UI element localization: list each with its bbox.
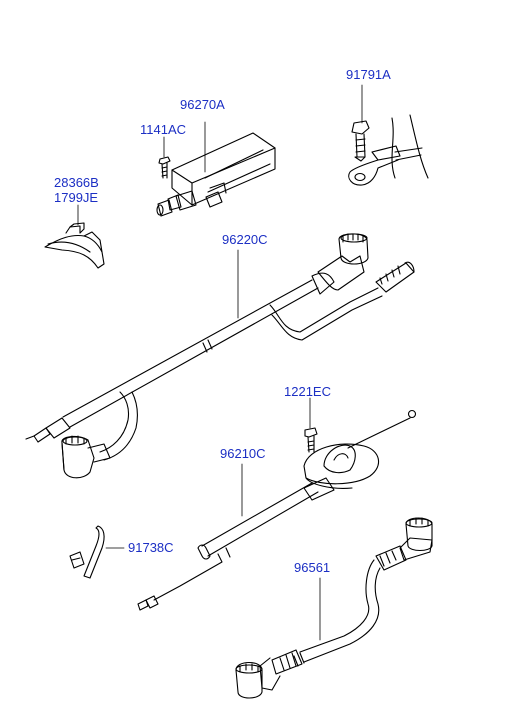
label-91791a: 91791A	[346, 67, 391, 82]
part-1221ec-screw	[304, 427, 318, 453]
label-91738c: 91738C	[128, 540, 174, 555]
part-91791a-bolt	[348, 114, 429, 186]
label-96220c: 96220C	[222, 232, 268, 247]
label-96210c: 96210C	[220, 446, 266, 461]
label-96561: 96561	[294, 560, 331, 575]
part-28366b-clip	[44, 222, 105, 269]
label-1799je: 1799JE	[54, 190, 99, 205]
part-96270a-antenna-amplifier	[156, 132, 276, 217]
label-28366b: 28366B	[54, 175, 99, 190]
part-96210c-roof-antenna	[137, 409, 417, 611]
label-1221ec: 1221EC	[284, 384, 331, 399]
part-91738c-cable-tie	[69, 525, 105, 579]
part-1141ac-screw	[158, 156, 171, 179]
label-1141ac: 1141AC	[140, 122, 187, 137]
label-96270a: 96270A	[180, 97, 225, 112]
part-96220c-antenna-cable	[25, 233, 415, 479]
part-96561-extension-cable	[235, 517, 433, 699]
